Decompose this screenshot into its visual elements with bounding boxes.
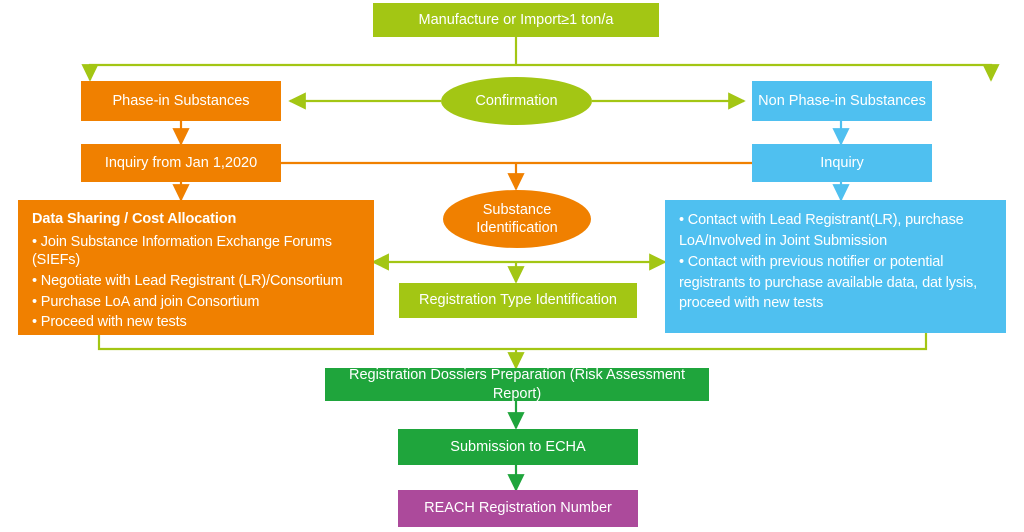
node-non-phase-in-substances[interactable]: Non Phase-in Substances [752, 81, 932, 121]
node-reach-registration-number[interactable]: REACH Registration Number [398, 490, 638, 527]
node-substance-id-line1: Substance [482, 201, 552, 218]
node-inquiry-from-jan[interactable]: Inquiry from Jan 1,2020 [81, 144, 281, 182]
node-start[interactable]: Manufacture or Import≥1 ton/a [373, 3, 659, 37]
node-substance-id-line2: Identification [476, 220, 558, 236]
node-inquiry[interactable]: Inquiry [752, 144, 932, 182]
node-inquiry-jan-label: Inquiry from Jan 1,2020 [104, 154, 258, 171]
data-sharing-item: • Proceed with new tests [32, 314, 187, 331]
node-confirmation[interactable]: Confirmation [441, 77, 592, 125]
submission-label: Submission to ECHA [450, 438, 586, 455]
data-sharing-item: • Purchase LoA and join Consortium [32, 293, 260, 310]
node-phase-in-substances[interactable]: Phase-in Substances [81, 81, 281, 121]
node-non-phase-in-label: Non Phase-in Substances [758, 92, 926, 109]
data-sharing-item: • Join Substance Information Exchange Fo… [32, 234, 332, 269]
node-confirmation-label: Confirmation [475, 92, 558, 109]
node-registration-type-identification[interactable]: Registration Type Identification [399, 283, 637, 318]
dossiers-label: Registration Dossiers Preparation (Risk … [348, 367, 686, 402]
node-non-phase-in-actions[interactable]: • Contact with Lead Registrant(LR), purc… [665, 200, 1006, 333]
node-inquiry-label: Inquiry [820, 154, 864, 171]
wire-datasharing-down [97, 335, 516, 351]
node-start-label: Manufacture or Import≥1 ton/a [418, 11, 614, 28]
non-phase-action-item: • Contact with Lead Registrant(LR), purc… [679, 212, 964, 249]
reach-number-label: REACH Registration Number [424, 500, 612, 517]
non-phase-action-item: • Contact with previous notifier or pote… [679, 254, 977, 312]
data-sharing-item: • Negotiate with Lead Registrant (LR)/Co… [32, 272, 343, 289]
data-sharing-title: Data Sharing / Cost Allocation [32, 211, 237, 227]
node-substance-identification[interactable]: Substance Identification [443, 190, 591, 248]
node-data-sharing-cost-allocation[interactable]: Data Sharing / Cost Allocation • Join Su… [18, 200, 374, 335]
wire-branch-right [516, 63, 1000, 82]
wire-actions-down [516, 333, 928, 351]
node-registration-dossiers-preparation[interactable]: Registration Dossiers Preparation (Risk … [325, 367, 709, 402]
registration-type-label: Registration Type Identification [418, 292, 617, 309]
node-phase-in-label: Phase-in Substances [112, 92, 250, 109]
node-submission-to-echa[interactable]: Submission to ECHA [398, 429, 638, 465]
wire-branch-left [81, 63, 516, 82]
